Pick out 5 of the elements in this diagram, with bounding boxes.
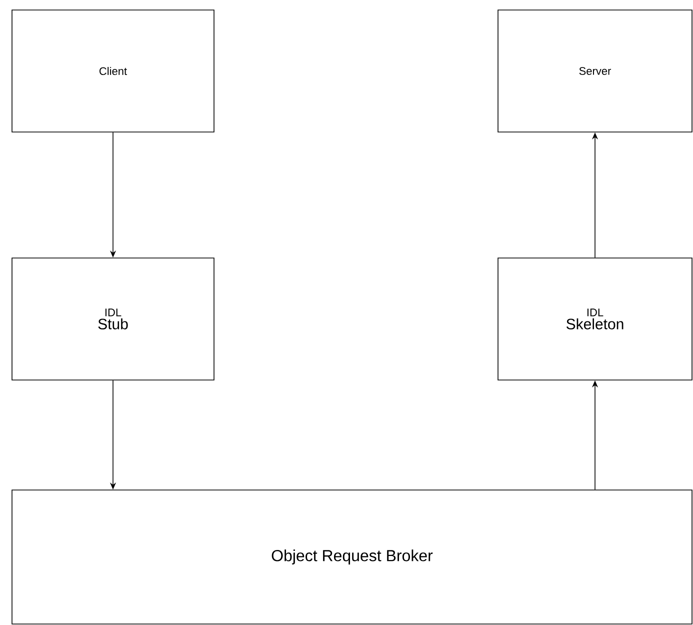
broker-box: Object Request Broker	[12, 490, 692, 624]
process-box: IDL Skeleton	[498, 258, 692, 380]
process-box: Client	[12, 10, 214, 132]
process-box: Server	[498, 10, 692, 132]
process-box: IDL Stub	[12, 258, 214, 380]
